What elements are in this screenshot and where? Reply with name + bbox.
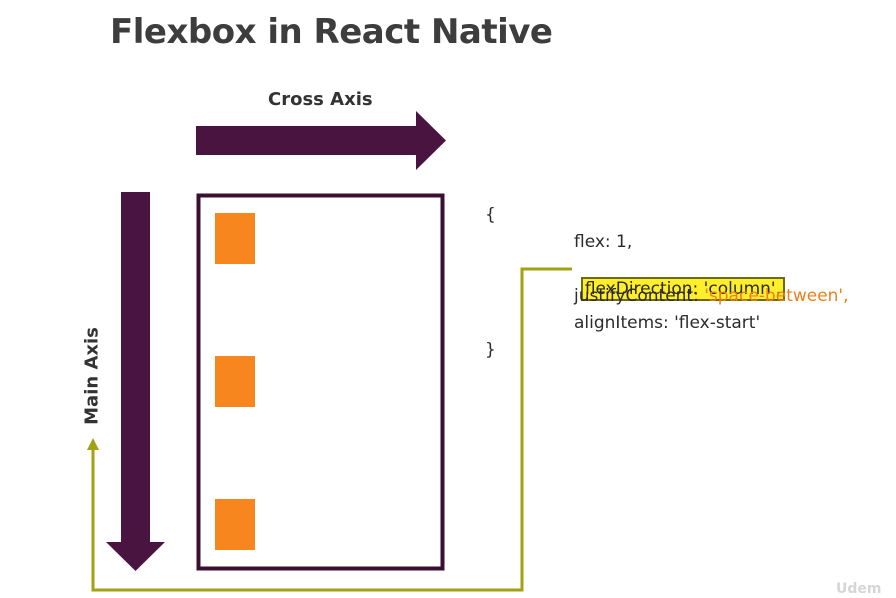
cross-axis-arrow xyxy=(196,111,446,170)
connector-line xyxy=(87,267,572,592)
main-axis-arrow xyxy=(106,192,165,571)
code-close-brace: } xyxy=(485,340,496,360)
flex-item-3 xyxy=(215,499,255,550)
justifycontent-value: 'space-between', xyxy=(704,286,849,306)
code-line-alignitems: alignItems: 'flex-start' xyxy=(574,313,761,333)
code-line-flex: flex: 1, xyxy=(574,232,633,252)
udemy-watermark: Udem xyxy=(836,581,882,597)
flex-item-1 xyxy=(215,213,255,264)
code-open-brace: { xyxy=(485,205,496,225)
page-title: Flexbox in React Native xyxy=(110,12,553,52)
flexdirection-highlight: flexDirection: 'column', xyxy=(580,277,786,301)
code-line-justifycontent: justifyContent: 'space-between', xyxy=(574,286,849,306)
code-line-flexdirection: flexDirection: 'column', xyxy=(574,259,786,301)
justifycontent-key: justifyContent: xyxy=(574,286,705,306)
flex-item-2 xyxy=(215,356,255,407)
cross-axis-label: Cross Axis xyxy=(268,89,373,110)
